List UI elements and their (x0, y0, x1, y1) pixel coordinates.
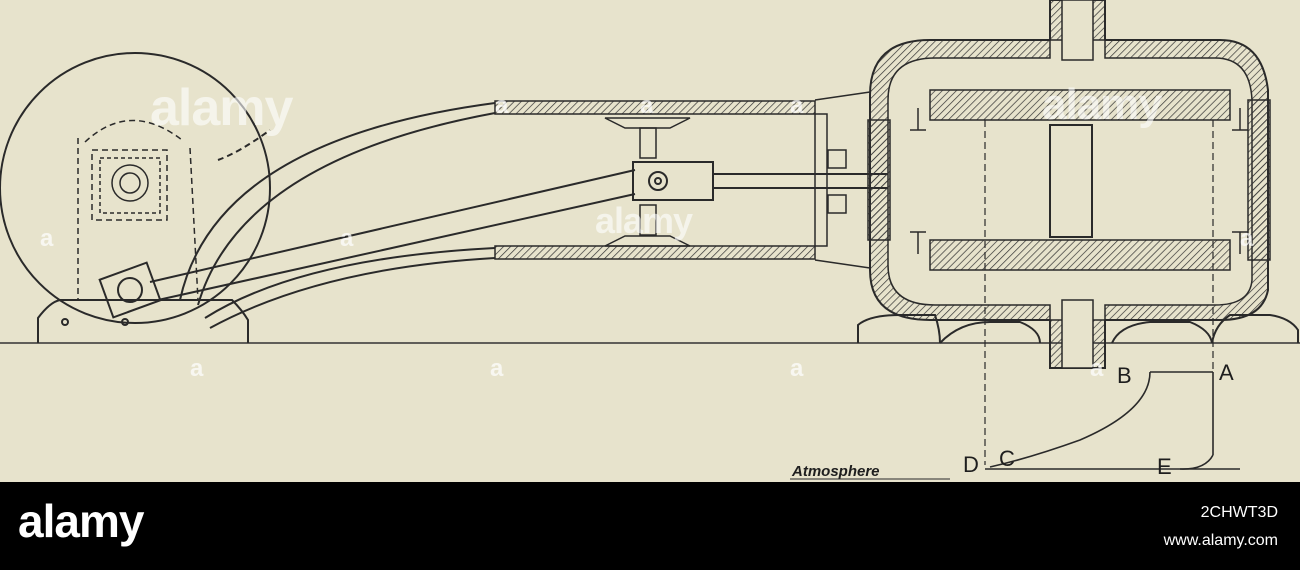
engine-drawing-svg: A B C D E Atmosphere (0, 0, 1300, 480)
connecting-rod (149, 169, 636, 301)
cylinder-feet (857, 314, 1299, 344)
alamy-logo: alamy (18, 495, 144, 547)
watermark-mark-10: a (1240, 225, 1254, 252)
cylinder-bottom-wall (929, 239, 1231, 271)
image-id: 2CHWT3D (1200, 504, 1278, 521)
label-c: C (999, 446, 1015, 471)
watermark-mark-4: a (640, 92, 654, 119)
watermark-mark-2: a (340, 225, 354, 252)
label-b: B (1117, 363, 1132, 388)
watermark-mark-8: a (790, 355, 804, 382)
lower-guide-bar (494, 245, 816, 260)
label-d: D (963, 452, 979, 477)
front-cylinder-head (867, 119, 891, 241)
watermark-mark-3: a (790, 92, 804, 119)
flywheel (0, 52, 271, 324)
watermark-text-1: alamy (150, 79, 293, 137)
watermark-text-3: alamy (1042, 80, 1163, 129)
site-url: www.alamy.com (1163, 532, 1278, 549)
watermark-mark-9: a (1090, 355, 1104, 382)
watermark-mark-5: a (495, 92, 509, 119)
bearing-pedestal (77, 119, 199, 301)
crosshead (632, 161, 714, 201)
label-e: E (1157, 454, 1172, 479)
piston (1049, 124, 1093, 238)
watermark-mark-7: a (490, 355, 504, 382)
cylinder-top-wall (929, 89, 1231, 121)
upper-guide-bar (494, 100, 816, 115)
indicator-diagram (985, 371, 1240, 470)
watermark-footer-bar: alamy 2CHWT3D www.alamy.com (0, 482, 1300, 570)
watermark-mark-1: a (40, 225, 54, 252)
stuffing-box (814, 91, 871, 269)
label-atmosphere: Atmosphere (791, 463, 880, 480)
stroke-markers (984, 120, 1214, 465)
watermark-mark-6: a (190, 355, 204, 382)
crosshead-guides (604, 117, 691, 247)
label-a: A (1219, 360, 1234, 385)
base-plate (37, 299, 249, 343)
crank-pin (98, 261, 162, 319)
rear-cylinder-head (1247, 99, 1271, 261)
steam-engine-diagram: A B C D E Atmosphere alamy alamy alamy a… (0, 0, 1300, 482)
valves (910, 108, 1248, 254)
watermark-text-2: alamy (595, 200, 693, 241)
